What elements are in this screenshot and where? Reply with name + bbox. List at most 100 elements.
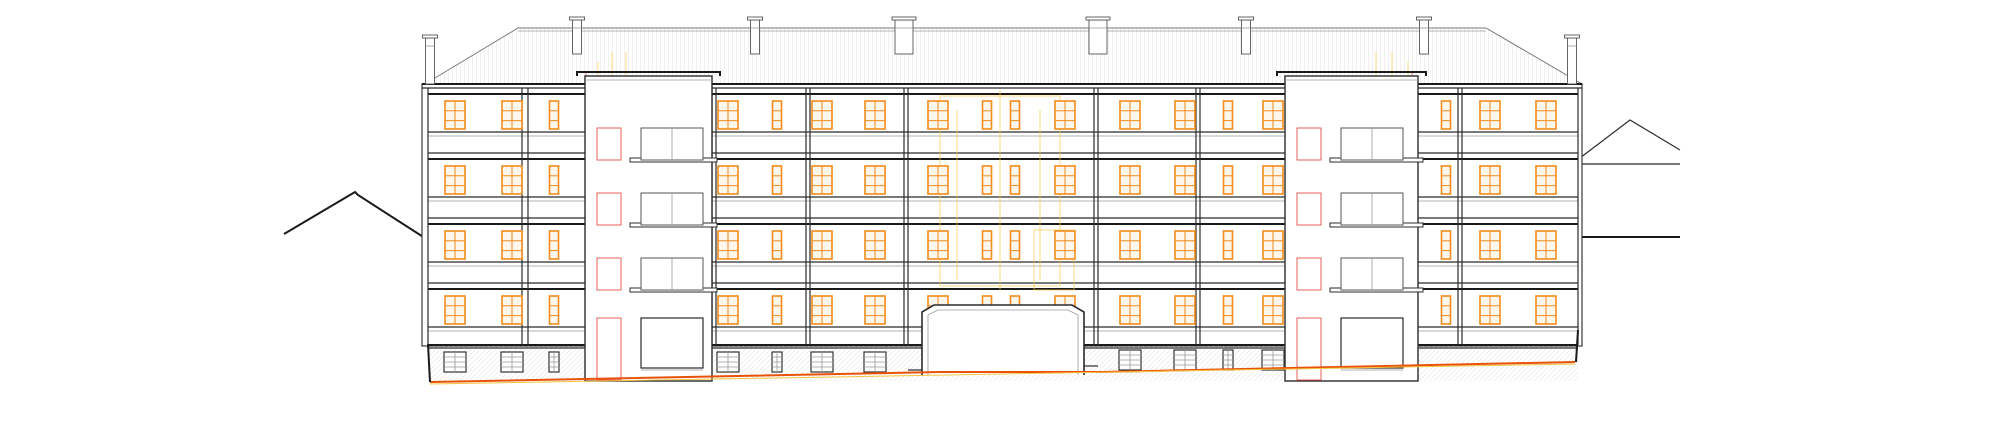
window-icon: [444, 230, 466, 260]
window-frame: [1222, 295, 1234, 325]
window-icon: [981, 165, 993, 195]
window-icon: [864, 100, 886, 130]
window-icon: [927, 100, 949, 130]
window-icon: [1535, 165, 1557, 195]
window-frame: [1440, 100, 1452, 130]
basement-vent-icon: [771, 351, 783, 373]
bay-dividers: [427, 88, 1579, 345]
basement-vent-icon: [716, 351, 740, 373]
window-frame: [1440, 295, 1452, 325]
window-icon: [1535, 295, 1557, 325]
window-icon: [1119, 165, 1141, 195]
central-passage: [908, 304, 1098, 375]
stair-ghost-window: [1296, 257, 1322, 291]
window-icon: [864, 165, 886, 195]
window-icon: [717, 165, 739, 195]
window-icon: [1479, 100, 1501, 130]
window-icon: [501, 165, 523, 195]
window-frame: [981, 165, 993, 195]
window-icon: [1479, 165, 1501, 195]
stair-ghost-window: [1296, 192, 1322, 226]
garage-door-icon: [640, 317, 704, 369]
window-icon: [1262, 100, 1284, 130]
stair-ghost-window: [596, 192, 622, 226]
stair-ghost-window: [596, 127, 622, 161]
window-icon: [1174, 230, 1196, 260]
passage-arch-inner: [927, 309, 1079, 375]
chimneys: [422, 16, 1580, 85]
window-icon: [1535, 100, 1557, 130]
window-icon: [811, 295, 833, 325]
stair-ghost-window: [1296, 127, 1322, 161]
window-icon: [1222, 165, 1234, 195]
window-icon: [548, 100, 560, 130]
chimney-shaft: [1241, 19, 1251, 55]
window-icon: [927, 165, 949, 195]
neighbor-right-outline: [1571, 119, 1681, 238]
window-icon: [1054, 165, 1076, 195]
window-icon: [1054, 100, 1076, 130]
chimney-icon: [1085, 16, 1111, 55]
windows: [444, 100, 1557, 325]
window-icon: [1119, 295, 1141, 325]
window-icon: [811, 230, 833, 260]
chimney-cap: [1085, 16, 1111, 21]
window-frame: [771, 295, 783, 325]
window-frame: [1222, 165, 1234, 195]
window-frame: [548, 100, 560, 130]
stair-tower: [576, 71, 721, 382]
window-icon: [1440, 165, 1452, 195]
window-icon: [1009, 230, 1021, 260]
ghost-trace-box: [1033, 229, 1075, 291]
window-icon: [1479, 295, 1501, 325]
window-frame: [1009, 165, 1021, 195]
window-icon: [771, 165, 783, 195]
basement-vent-icon: [443, 351, 467, 373]
chimney-shaft: [572, 19, 582, 55]
chimney-icon: [1564, 34, 1580, 85]
window-frame: [1440, 165, 1452, 195]
window-icon: [548, 165, 560, 195]
window-frame: [548, 165, 560, 195]
basement-vent-icon: [810, 351, 834, 373]
basement-vent-icon: [1222, 349, 1234, 371]
chimney-shaft: [1419, 19, 1429, 55]
window-frame: [981, 100, 993, 130]
window-frame: [548, 230, 560, 260]
window-icon: [771, 100, 783, 130]
chimney-cap: [891, 16, 917, 21]
window-icon: [501, 295, 523, 325]
window-icon: [1222, 100, 1234, 130]
window-icon: [1119, 100, 1141, 130]
window-icon: [1440, 295, 1452, 325]
chimney-icon: [1238, 16, 1254, 55]
window-frame: [771, 230, 783, 260]
window-icon: [444, 100, 466, 130]
chimney-shaft: [894, 19, 914, 55]
basement-vents: [443, 349, 1285, 373]
window-icon: [771, 230, 783, 260]
window-icon: [548, 230, 560, 260]
window-icon: [1535, 230, 1557, 260]
window-icon: [864, 295, 886, 325]
window-icon: [1009, 100, 1021, 130]
window-frame: [1440, 230, 1452, 260]
chimney-shaft: [425, 37, 435, 85]
window-frame: [771, 165, 783, 195]
window-icon: [771, 295, 783, 325]
window-icon: [1174, 295, 1196, 325]
passage-arch: [921, 304, 1085, 375]
chimney-icon: [747, 16, 763, 55]
window-icon: [1262, 295, 1284, 325]
window-icon: [1262, 165, 1284, 195]
window-icon: [981, 100, 993, 130]
window-frame: [1222, 230, 1234, 260]
window-icon: [927, 230, 949, 260]
window-icon: [1009, 165, 1021, 195]
chimney-cap: [1564, 34, 1580, 39]
window-icon: [811, 100, 833, 130]
window-icon: [444, 295, 466, 325]
window-icon: [1054, 230, 1076, 260]
chimney-cap: [1416, 16, 1432, 21]
window-icon: [1440, 230, 1452, 260]
